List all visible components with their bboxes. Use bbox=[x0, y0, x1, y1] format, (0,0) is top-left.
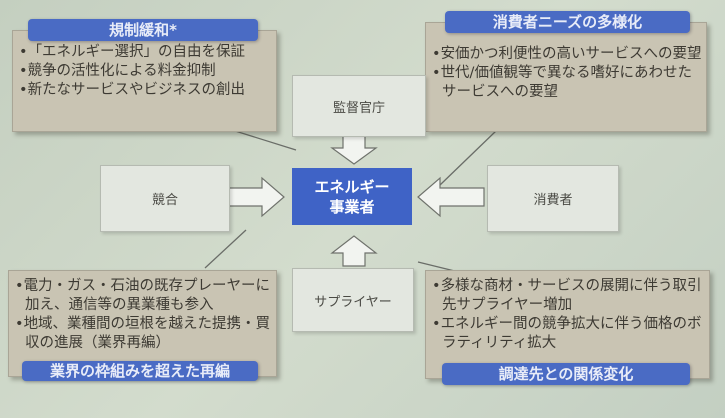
list-item: 安価かつ利便性の高いサービスへの要望 bbox=[432, 45, 706, 64]
list-item: 新たなサービスやビジネスの創出 bbox=[19, 81, 276, 100]
title-supplier-relations: 調達先との関係変化 bbox=[442, 363, 690, 385]
title-consumer-needs: 消費者ニーズの多様化 bbox=[445, 11, 690, 33]
center-label-line2: 事業者 bbox=[329, 197, 375, 216]
list-item: エネルギー間の競争拡大に伴う価格のボラティリティ拡大 bbox=[432, 315, 709, 353]
panel-supplier-relations: 多様な商材・サービスの展開に伴う取引先サプライヤー増加 エネルギー間の競争拡大に… bbox=[425, 270, 710, 379]
node-supplier: サプライヤー bbox=[292, 268, 414, 332]
node-energy-business: エネルギー 事業者 bbox=[292, 168, 412, 225]
list-item: 「エネルギー選択」の自由を保証 bbox=[19, 43, 276, 62]
list-item: 電力・ガス・石油の既存プレーヤーに加え、通信等の異業種も参入 bbox=[15, 277, 276, 315]
center-label-line1: エネルギー bbox=[314, 177, 390, 196]
arrow-left-icon bbox=[417, 176, 485, 218]
panel-deregulation: 「エネルギー選択」の自由を保証 競争の活性化による料金抑制 新たなサービスやビジ… bbox=[12, 30, 277, 132]
list-item: 多様な商材・サービスの展開に伴う取引先サプライヤー増加 bbox=[432, 277, 709, 315]
list-item: 地域、業種間の垣根を越えた提携・買収の進展（業界再編） bbox=[15, 315, 276, 353]
title-deregulation: 規制緩和* bbox=[28, 19, 258, 41]
list-item: 競争の活性化による料金抑制 bbox=[19, 62, 276, 81]
list-item: 世代/価値観等で異なる嗜好にあわせたサービスへの要望 bbox=[432, 64, 706, 102]
panel-industry-restructuring: 電力・ガス・石油の既存プレーヤーに加え、通信等の異業種も参入 地域、業種間の垣根… bbox=[8, 270, 277, 377]
title-industry-restructuring: 業界の枠組みを超えた再編 bbox=[22, 361, 258, 381]
arrow-up-icon bbox=[330, 235, 378, 267]
connector-line bbox=[204, 229, 247, 269]
connector-line bbox=[231, 129, 297, 151]
arrow-down-icon bbox=[330, 134, 378, 165]
arrow-right-icon bbox=[227, 176, 285, 218]
connector-line bbox=[439, 129, 498, 186]
node-competition: 競合 bbox=[100, 165, 230, 232]
node-consumer: 消費者 bbox=[487, 165, 619, 232]
panel-consumer-needs: 安価かつ利便性の高いサービスへの要望 世代/価値観等で異なる嗜好にあわせたサービ… bbox=[425, 22, 707, 132]
node-regulator: 監督官庁 bbox=[292, 75, 426, 137]
